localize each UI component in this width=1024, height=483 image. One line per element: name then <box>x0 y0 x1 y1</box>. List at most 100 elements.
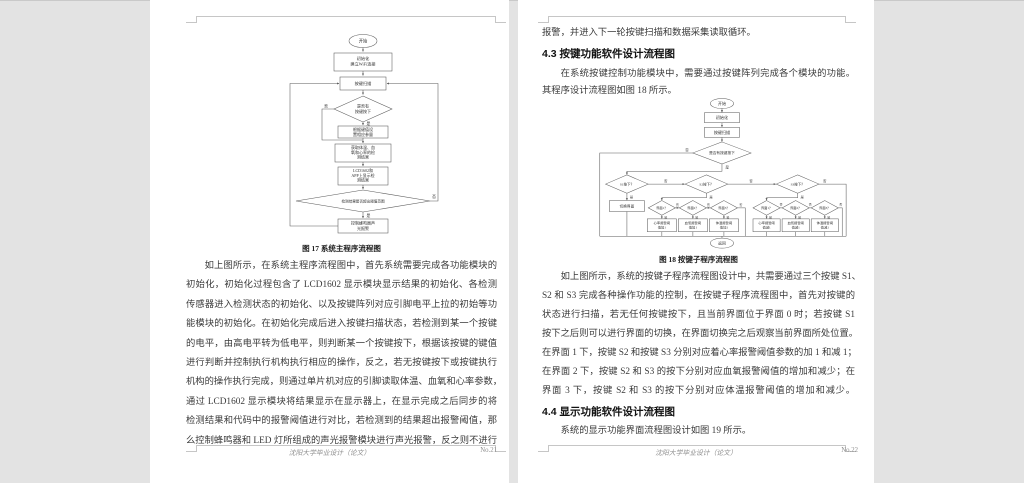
svg-text:S2按下？: S2按下？ <box>699 181 713 186</box>
svg-text:血氧报警阈: 血氧报警阈 <box>685 220 701 225</box>
figure-18-key-subroutine-flowchart[interactable]: 开始 初始化 按键扫描 是否有按键按下 否 是 S1按下？ 否 是 S2按下？ … <box>592 98 850 250</box>
svg-text:是: 是 <box>709 194 713 199</box>
svg-text:是否有按键按下: 是否有按键按下 <box>709 150 735 155</box>
page-left[interactable]: 开始 初始化 建立WiFi连接 按键扫描 是否有 按键按下 否 是 根据键值设 … <box>150 0 509 483</box>
svg-text:否: 否 <box>664 179 668 183</box>
section-4-4-paragraph: 系统的显示功能界面流程图设计如图 19 所示。 <box>560 426 752 436</box>
svg-text:是: 是 <box>664 215 667 220</box>
svg-text:否: 否 <box>739 203 742 207</box>
svg-text:值减1: 值减1 <box>821 225 830 230</box>
svg-text:值减1: 值减1 <box>762 225 771 230</box>
section-heading-4-4: 4.4 显示功能软件设计流程图 <box>542 406 676 418</box>
svg-text:界面2？: 界面2？ <box>790 206 801 210</box>
svg-text:否: 否 <box>749 179 753 183</box>
svg-text:返回: 返回 <box>718 241 726 246</box>
svg-text:APP上显示检: APP上显示检 <box>351 172 374 178</box>
svg-text:值加1: 值加1 <box>689 225 698 230</box>
body-text-line: 在界面 1 下，按键 S2 和按键 S3 分别对应着心率报警阈值参数的加 1 和… <box>542 348 855 358</box>
page-number-left: No.21 <box>480 447 497 454</box>
svg-text:初始化: 初始化 <box>716 115 728 120</box>
body-text-line: 按下之后则可以进行界面的切换，在界面切换完之后观察当前界面所处位置。 <box>542 329 855 339</box>
svg-text:界面1？: 界面1？ <box>656 206 667 210</box>
page-right[interactable]: 报警，并进入下一轮按键扫描和数据采集读取循环。 4.3 按键功能软件设计流程图 … <box>518 0 874 483</box>
flow17-start-node: 开始 <box>348 34 378 48</box>
flow18-hr-increase-node: 心率报警阈 值加1 <box>647 218 677 232</box>
flow18-s3-decision: S3按下？ 否 是 <box>775 174 827 199</box>
svg-text:界面3？: 界面3？ <box>819 206 830 210</box>
figure-17-main-program-flowchart[interactable]: 开始 初始化 建立WiFi连接 按键扫描 是否有 按键按下 否 是 根据键值设 … <box>278 33 448 238</box>
svg-text:心率报警阈: 心率报警阈 <box>758 220 774 225</box>
flow17-display-node: LCD1602和 APP上显示检 测结果 <box>337 166 389 186</box>
flow17-init-node: 初始化 建立WiFi连接 <box>333 52 393 72</box>
footer-title-left: 沈阳大学毕业设计（论文） <box>288 450 371 457</box>
svg-text:切换界面: 切换界面 <box>620 204 635 209</box>
svg-text:根据键值设: 根据键值设 <box>353 126 373 132</box>
margin-crop-corner <box>845 445 856 452</box>
flow18-s1-decision: S1按下？ 否 是 <box>604 174 668 199</box>
svg-text:值减1: 值减1 <box>792 225 801 230</box>
margin-crop-line-top <box>196 16 495 17</box>
svg-text:体温报警阈: 体温报警阈 <box>716 220 732 225</box>
svg-text:否: 否 <box>823 179 827 183</box>
figure17-discussion-paragraph: 如上图所示，在系统主程序流程图中，首先系统需要完成各功能模块的初始化，初始化过程… <box>186 257 497 451</box>
flow18-connectors <box>599 108 847 239</box>
body-text-line: 如上图所示，在系统主程序流程图中，首先系统需要完成各功能模块的 <box>204 261 497 271</box>
margin-crop-corner <box>186 445 197 452</box>
flow18-switch-ui-node: 切换界面 <box>609 200 645 212</box>
svg-text:S3按下？: S3按下？ <box>791 181 805 186</box>
flow18-s2-decision: S2按下？ 否 是 <box>684 174 754 199</box>
svg-text:开始: 开始 <box>359 38 368 45</box>
svg-text:氧和心率的检: 氧和心率的检 <box>351 149 375 155</box>
svg-text:是: 是 <box>725 165 729 170</box>
section-4-3-paragraph: 在系统按键控制功能模块中，需要通过按键阵列完成各个模块的功能。其程序设计流程图如… <box>542 66 855 99</box>
flow18-s2-ui3-decision: 界面3？ 否 是 <box>709 200 742 219</box>
flow17-connectors <box>289 47 439 227</box>
svg-text:否: 否 <box>324 105 328 109</box>
svg-text:否: 否 <box>839 203 842 207</box>
svg-text:否: 否 <box>809 203 812 207</box>
svg-text:否: 否 <box>685 148 689 152</box>
svg-text:是: 是 <box>695 215 698 220</box>
flow18-s3-ui2-decision: 界面2？ 否 是 <box>781 200 812 220</box>
svg-text:按键扫描: 按键扫描 <box>714 130 730 135</box>
svg-text:体温报警阈: 体温报警阈 <box>817 220 833 225</box>
svg-text:测结果: 测结果 <box>357 177 369 183</box>
figure-18-caption: 图 18 按键子程序流程图 <box>659 255 738 264</box>
svg-text:心率报警阈: 心率报警阈 <box>654 220 670 225</box>
svg-text:按键按下: 按键按下 <box>355 108 371 114</box>
body-text-line: 初始化，初始化过程包含了 LCD1602 显示模块显示结果的初始化、各检测 <box>186 280 497 291</box>
flow18-start-node: 开始 <box>710 98 734 109</box>
svg-text:开始: 开始 <box>718 101 726 106</box>
svg-text:是: 是 <box>630 194 634 199</box>
flow18-s2-ui2-decision: 界面2？ 否 是 <box>678 200 710 220</box>
flow18-hr-decrease-node: 心率报警阈 值减1 <box>752 218 781 232</box>
figure18-discussion-paragraph: 如上图所示，系统的按键子程序流程图设计中，共需要通过三个按键 S1、S2 和 S… <box>542 268 855 401</box>
margin-crop-corner <box>538 445 549 452</box>
flow18-s3-ui3-decision: 界面3？ 否 是 <box>810 200 842 219</box>
margin-crop-corner <box>845 16 856 23</box>
svg-text:控制蜂鸣器声: 控制蜂鸣器声 <box>351 220 375 226</box>
flow17-keyscan-node: 按键扫描 <box>339 76 387 91</box>
footer-title-right: 沈阳大学毕业设计（论文） <box>655 450 737 457</box>
svg-text:是: 是 <box>769 215 772 220</box>
svg-text:界面2？: 界面2？ <box>687 206 698 210</box>
svg-text:是: 是 <box>798 215 801 220</box>
paragraph-continuation-line: 报警，并进入下一轮按键扫描和数据采集读取循环。 <box>542 28 756 38</box>
flow17-keypress-decision: 是否有 按键按下 否 是 <box>324 95 393 126</box>
margin-crop-corner <box>495 16 506 23</box>
body-text-line: 在系统按键控制功能模块中，需要通过按键阵列完成各个模块的功能。 <box>560 69 855 79</box>
flow18-return-node: 返回 <box>710 237 734 249</box>
body-text-line: S2 和 S3 完成各种操作功能的控制，在按键子程序流程图中，首先对按键的 <box>542 291 855 301</box>
body-text-line: 状态进行扫描，若无任何按键按下，且当前界面位于界面 0 时；若按键 S1 <box>542 310 855 320</box>
flow18-keyscan-node: 按键扫描 <box>704 127 740 138</box>
svg-text:否: 否 <box>707 203 710 207</box>
svg-text:检测结果是否超出阈值范围: 检测结果是否超出阈值范围 <box>341 199 385 204</box>
svg-text:值加1: 值加1 <box>720 225 729 230</box>
svg-text:初始化: 初始化 <box>357 55 370 62</box>
svg-text:建立WiFi连接: 建立WiFi连接 <box>350 61 376 68</box>
margin-crop-line-bottom <box>548 445 845 446</box>
svg-text:获取体温、血: 获取体温、血 <box>351 144 375 150</box>
svg-text:LCD1602和: LCD1602和 <box>353 167 373 173</box>
body-text-line: 传感器进入检测状态的初始化、以及按键阵列对应引脚电平上拉的初始等功 <box>186 299 497 310</box>
